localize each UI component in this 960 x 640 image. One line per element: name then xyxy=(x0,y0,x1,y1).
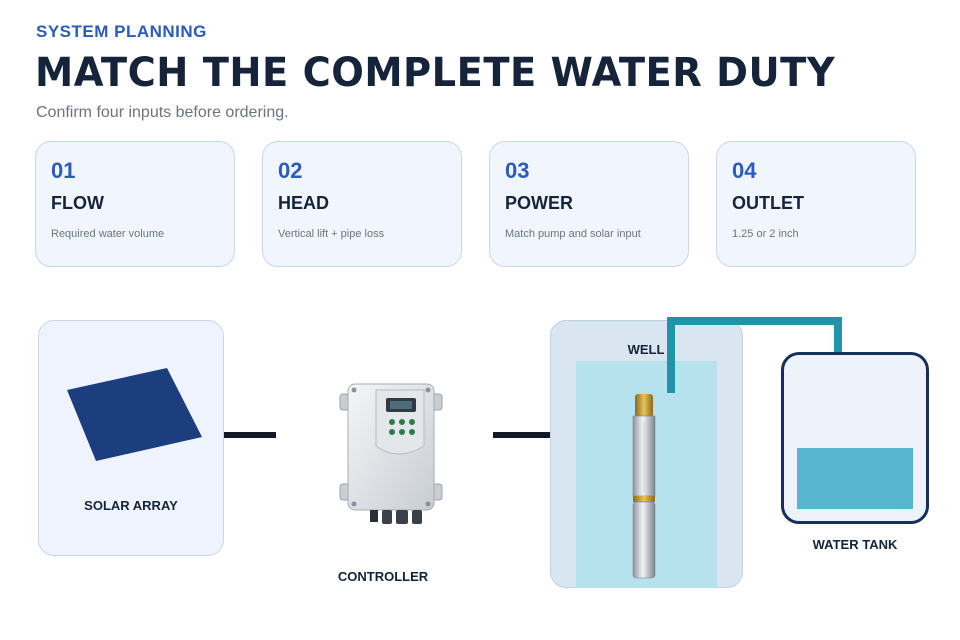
section-kicker: SYSTEM PLANNING xyxy=(36,22,207,41)
step-description: Required water volume xyxy=(51,228,165,240)
step-label: OUTLET xyxy=(732,193,804,213)
step-number: 03 xyxy=(505,158,530,183)
step-card-flow: 01 FLOW Required water volume xyxy=(35,141,235,267)
controller-label: CONTROLLER xyxy=(337,569,429,584)
controller-box-icon xyxy=(339,383,443,524)
step-number: 01 xyxy=(51,158,76,183)
step-description: 1.25 or 2 inch xyxy=(732,228,799,240)
well-label: WELL xyxy=(627,342,665,357)
water-tank-label: WATER TANK xyxy=(812,537,898,552)
step-number: 02 xyxy=(278,158,303,183)
pipe-drop xyxy=(834,317,842,353)
pipe-riser xyxy=(667,317,675,393)
step-card-power: 03 POWER Match pump and solar input xyxy=(489,141,689,267)
pipe-horizontal xyxy=(667,317,842,325)
submersible-pump-icon xyxy=(632,394,656,579)
step-card-head: 02 HEAD Vertical lift + pipe loss xyxy=(262,141,462,267)
step-card-outlet: 04 OUTLET 1.25 or 2 inch xyxy=(716,141,916,267)
step-label: FLOW xyxy=(51,193,104,213)
wire-controller-pump xyxy=(493,432,577,438)
step-label: HEAD xyxy=(278,193,330,213)
solar-panel-icon xyxy=(67,368,202,461)
page-subtitle: Confirm four inputs before ordering. xyxy=(36,104,289,121)
step-description: Vertical lift + pipe loss xyxy=(278,228,385,240)
step-description: Match pump and solar input xyxy=(505,228,641,240)
page-title: MATCH THE COMPLETE WATER DUTY xyxy=(35,50,836,96)
tank-water-level xyxy=(797,448,913,509)
solar-array-label: SOLAR ARRAY xyxy=(84,498,178,513)
step-number: 04 xyxy=(732,158,757,183)
step-label: POWER xyxy=(505,193,574,213)
wire-solar-controller xyxy=(224,432,276,438)
